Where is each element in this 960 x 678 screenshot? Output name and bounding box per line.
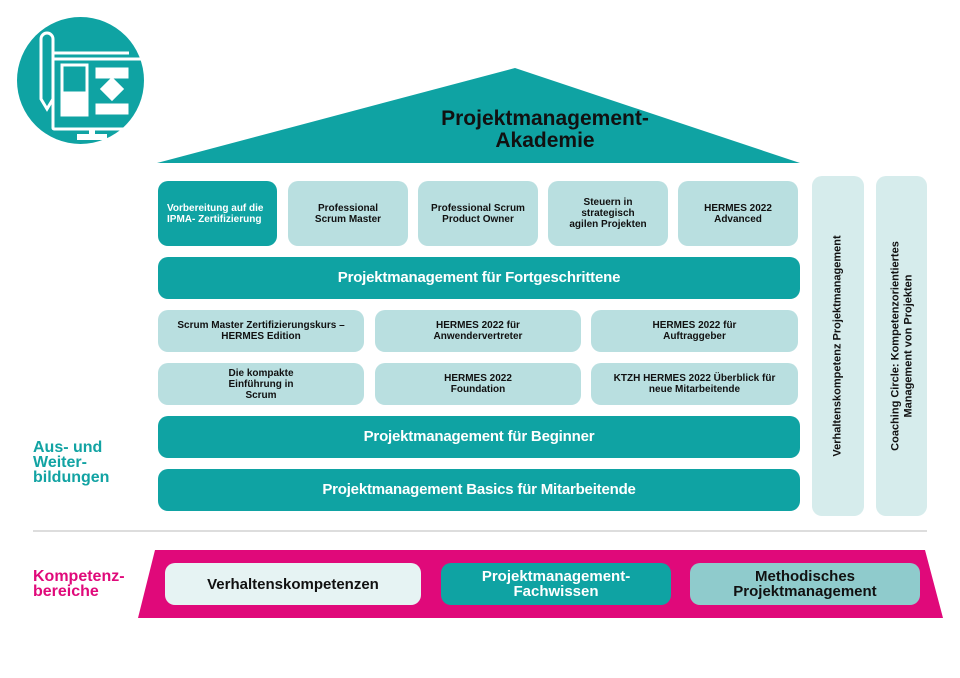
area-pm-fachwissen[interactable]: Projektmanagement-Fachwissen	[441, 563, 671, 605]
label-aus-weiterbildungen: Aus- und Weiter-bildungen	[33, 439, 110, 487]
course-hermes-anwender[interactable]: HERMES 2022 für Anwendervertreter	[375, 310, 581, 352]
course-ktzh-hermes[interactable]: KTZH HERMES 2022 Überblick für neue Mita…	[591, 363, 798, 405]
course-sm-hermes[interactable]: Scrum Master Zertifizierungskurs – HERME…	[158, 310, 364, 352]
column-label: Verhaltenskompetenz Projektmanagement	[831, 235, 844, 457]
column-verhaltenskompetenz[interactable]: Verhaltenskompetenz Projektmanagement	[812, 176, 864, 516]
divider	[33, 530, 927, 532]
roof	[157, 68, 800, 163]
course-hermes-foundation[interactable]: HERMES 2022 Foundation	[375, 363, 581, 405]
label-kompetenzbereiche: Kompetenz-bereiche	[33, 568, 125, 601]
area-verhaltenskompetenzen[interactable]: Verhaltenskompetenzen	[165, 563, 421, 605]
course-agile[interactable]: Steuern in strategisch agilen Projekten	[548, 181, 668, 246]
bar-basics[interactable]: Projektmanagement Basics für Mitarbeiten…	[158, 469, 800, 511]
title-line: Projektmanagement-	[441, 107, 649, 130]
column-coaching-circle[interactable]: Coaching Circle: Kompetenzorientiertes M…	[876, 176, 927, 516]
bar-fortgeschrittene[interactable]: Projektmanagement für Fortgeschrittene	[158, 257, 800, 299]
course-scrum-intro[interactable]: Die kompakte Einführung in Scrum	[158, 363, 364, 405]
area-methodisches-pm[interactable]: Methodisches Projektmanagement	[690, 563, 920, 605]
course-psm[interactable]: Professional Scrum Master	[288, 181, 408, 246]
course-ipma[interactable]: Vorbereitung auf die IPMA- Zertifizierun…	[158, 181, 277, 246]
course-hermes-auftraggeber[interactable]: HERMES 2022 für Auftraggeber	[591, 310, 798, 352]
course-pspo[interactable]: Professional Scrum Product Owner	[418, 181, 538, 246]
page-title: Projektmanagement- Akademie	[380, 107, 710, 153]
course-hermes-advanced[interactable]: HERMES 2022 Advanced	[678, 181, 798, 246]
bar-beginner[interactable]: Projektmanagement für Beginner	[158, 416, 800, 458]
title-line: Akademie	[495, 129, 595, 153]
computer-flowchart-icon	[17, 17, 149, 144]
column-label: Coaching Circle: Kompetenzorientiertes M…	[888, 241, 914, 451]
